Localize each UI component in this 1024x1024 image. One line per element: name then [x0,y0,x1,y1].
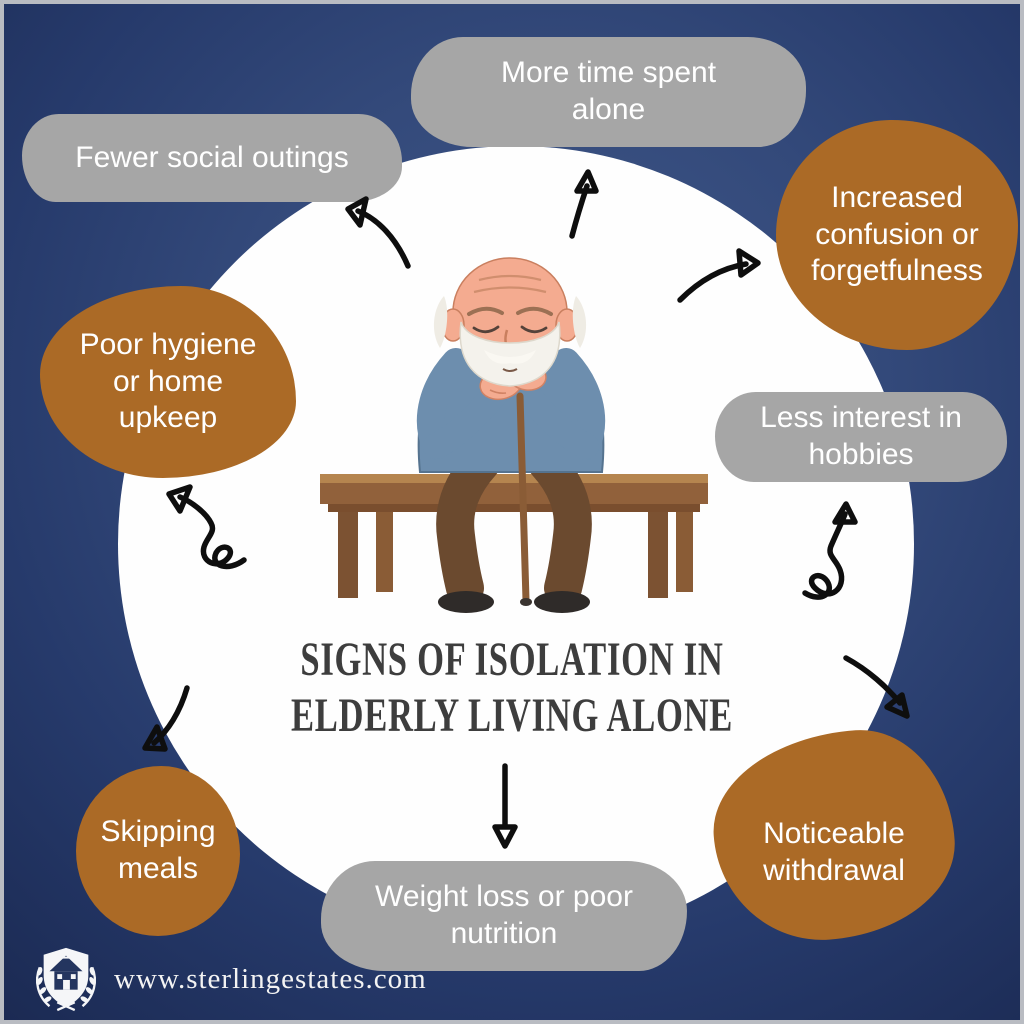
sign-blob-weight-loss: Weight loss or poor nutrition [321,861,687,971]
sign-label: Weight loss or poor nutrition [375,880,633,950]
sign-label: Fewer social outings [75,140,349,174]
sign-label: More time spent alone [500,56,717,126]
sign-label: Skipping meals [100,815,216,885]
sign-blob-less-interest-hobbies: Less interest in hobbies [715,392,1007,482]
elderly-man-illustration [320,257,708,613]
title-line-1: SIGNS OF ISOLATION IN [300,633,724,686]
sign-label: Poor hygiene or home upkeep [79,328,257,435]
sign-blob-more-time-alone: More time spent alone [411,37,806,147]
bench-illustration [320,474,708,598]
page-title: SIGNS OF ISOLATION IN ELDERLY LIVING ALO… [146,632,878,743]
website-url: www.sterlingestates.com [114,962,427,995]
sign-label: Noticeable withdrawal [763,816,905,887]
head [433,257,587,387]
sign-blob-increased-confusion: Increased confusion or forgetfulness [776,120,1018,350]
sign-label: Increased confusion or forgetfulness [811,181,983,288]
sign-blob-fewer-social-outings: Fewer social outings [22,114,402,202]
title-line-2: ELDERLY LIVING ALONE [290,688,734,742]
sign-blob-skipping-meals: Skipping meals [76,766,240,936]
footer: www.sterlingestates.com [32,944,427,1014]
sign-label: Less interest in hobbies [760,401,962,471]
sign-blob-poor-hygiene: Poor hygiene or home upkeep [40,286,296,478]
shield-house-laurel-icon [36,947,96,1012]
